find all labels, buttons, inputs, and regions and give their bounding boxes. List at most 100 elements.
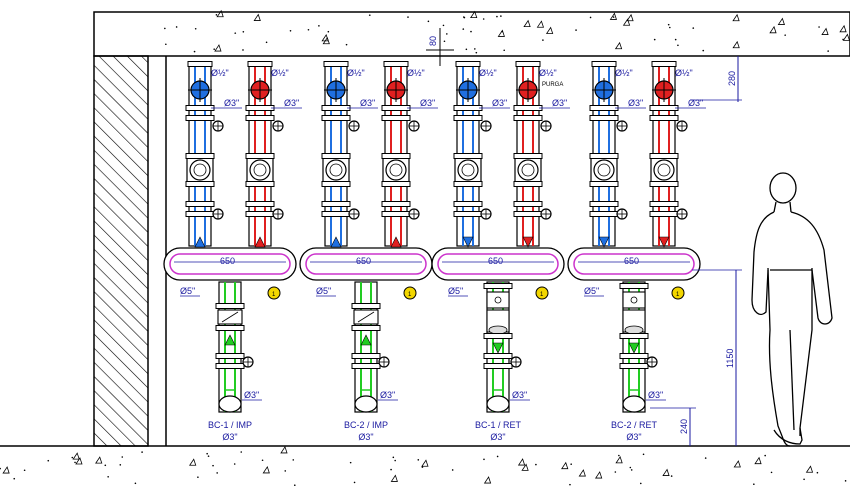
aggregate-dot: [0, 467, 1, 470]
aggregate-triangle: [262, 466, 270, 474]
detail-marker-number: 1: [540, 292, 544, 298]
valve-disc: [657, 163, 671, 177]
pipe-elbow: [622, 395, 646, 413]
valve-disc: [249, 159, 271, 181]
pump-branch: Ø3": [215, 281, 262, 413]
aggregate-dot: [629, 466, 632, 469]
aggregate-triangle: [769, 25, 777, 34]
header-pipe: [163, 247, 297, 281]
pump-branch-size-label: Ø3": [244, 390, 259, 400]
top-cap: [591, 61, 617, 67]
aggregate-triangle: [216, 9, 224, 18]
pipe-flange: [649, 181, 679, 187]
pipe-flange: [453, 105, 483, 111]
check-valve-disc: [488, 325, 508, 335]
aggregate-triangle: [72, 452, 80, 460]
pipe-flange: [483, 363, 513, 369]
aggregate-triangle: [322, 36, 330, 45]
aggregate-triangle: [536, 20, 545, 28]
aggregate-dot: [292, 459, 295, 461]
pipe-flange: [351, 353, 381, 359]
aggregate-triangle: [732, 13, 740, 22]
aggregate-dot: [639, 482, 642, 485]
group-caption-size: Ø3": [626, 432, 641, 442]
pipe-flange: [185, 201, 215, 207]
small-valve-size-label: Ø½": [211, 68, 229, 78]
detail-marker: [403, 286, 417, 300]
aggregate-dot: [327, 30, 330, 33]
aggregate-dot: [753, 483, 755, 486]
aggregate-dot: [234, 32, 237, 34]
aggregate-dot: [13, 477, 16, 480]
pipe-flange: [589, 181, 619, 187]
valve-disc: [193, 163, 207, 177]
aggregate-triangle: [95, 456, 103, 464]
aggregate-dot: [818, 26, 820, 28]
detail-marker: [267, 286, 281, 300]
aggregate-dot: [284, 470, 287, 472]
aggregate-dot: [470, 30, 472, 33]
header-length-label: 650: [220, 256, 235, 266]
aggregate-dot: [175, 26, 178, 28]
aggregate-triangle: [497, 29, 505, 37]
pipe-flange: [619, 333, 649, 339]
pipe-flange: [381, 181, 411, 187]
group-caption: BC-2 / IMP: [344, 420, 388, 430]
aggregate-dot: [47, 459, 50, 462]
aggregate-dot: [465, 48, 468, 51]
aggregate-dot: [670, 475, 673, 477]
valve-disc: [653, 159, 675, 181]
aggregate-dot: [667, 23, 670, 26]
aggregate-dot: [474, 48, 476, 50]
aggregate-dot: [293, 484, 296, 487]
aggregate-dot: [390, 468, 392, 471]
pipe-flange: [245, 105, 275, 111]
flow-arrow-up-icon: [224, 334, 236, 346]
pipe-flange: [453, 181, 483, 187]
aggregate-dot: [496, 455, 499, 458]
aggregate-dot: [417, 459, 420, 461]
aggregate-triangle: [839, 24, 847, 33]
aggregate-triangle: [521, 463, 529, 471]
pipe-flange: [513, 115, 543, 121]
pipe-elbow: [354, 395, 378, 413]
flow-arrow-down-icon: [658, 236, 670, 248]
pipe-flange: [321, 211, 351, 217]
aggregate-dot: [451, 469, 454, 471]
flow-arrow-down-icon: [492, 342, 504, 354]
pipe-flange: [513, 153, 543, 159]
flow-arrow-up-icon: [194, 236, 206, 248]
pipe-flange: [215, 363, 245, 369]
top-cap: [383, 61, 409, 67]
aggregate-dot: [207, 455, 210, 457]
aggregate-triangle: [214, 44, 222, 52]
aggregate-triangle: [662, 468, 670, 476]
aggregate-dot: [816, 471, 819, 474]
pump-branch-size-label: Ø3": [380, 390, 395, 400]
top-cap: [247, 61, 273, 67]
aggregate-dot: [427, 20, 430, 23]
valve-disc: [521, 163, 535, 177]
small-valve-size-label: Ø½": [675, 68, 693, 78]
flow-arrow-up-icon: [330, 236, 342, 248]
pipe-flange: [245, 115, 275, 121]
aggregate-dot: [141, 451, 143, 453]
aggregate-dot: [197, 476, 199, 478]
pipe-flange: [513, 181, 543, 187]
aggregate-triangle: [188, 458, 197, 466]
aggregate-dot: [496, 15, 498, 18]
aggregate-dot: [216, 472, 218, 474]
header-pipe: [567, 247, 701, 281]
aggregate-dot: [215, 14, 218, 16]
aggregate-dot: [483, 458, 485, 461]
aggregate-triangle: [280, 446, 288, 454]
branch-size-label: Ø3": [420, 98, 435, 108]
top-cap: [515, 61, 541, 67]
header-insulation: [573, 253, 695, 275]
aggregate-dot: [677, 44, 679, 47]
